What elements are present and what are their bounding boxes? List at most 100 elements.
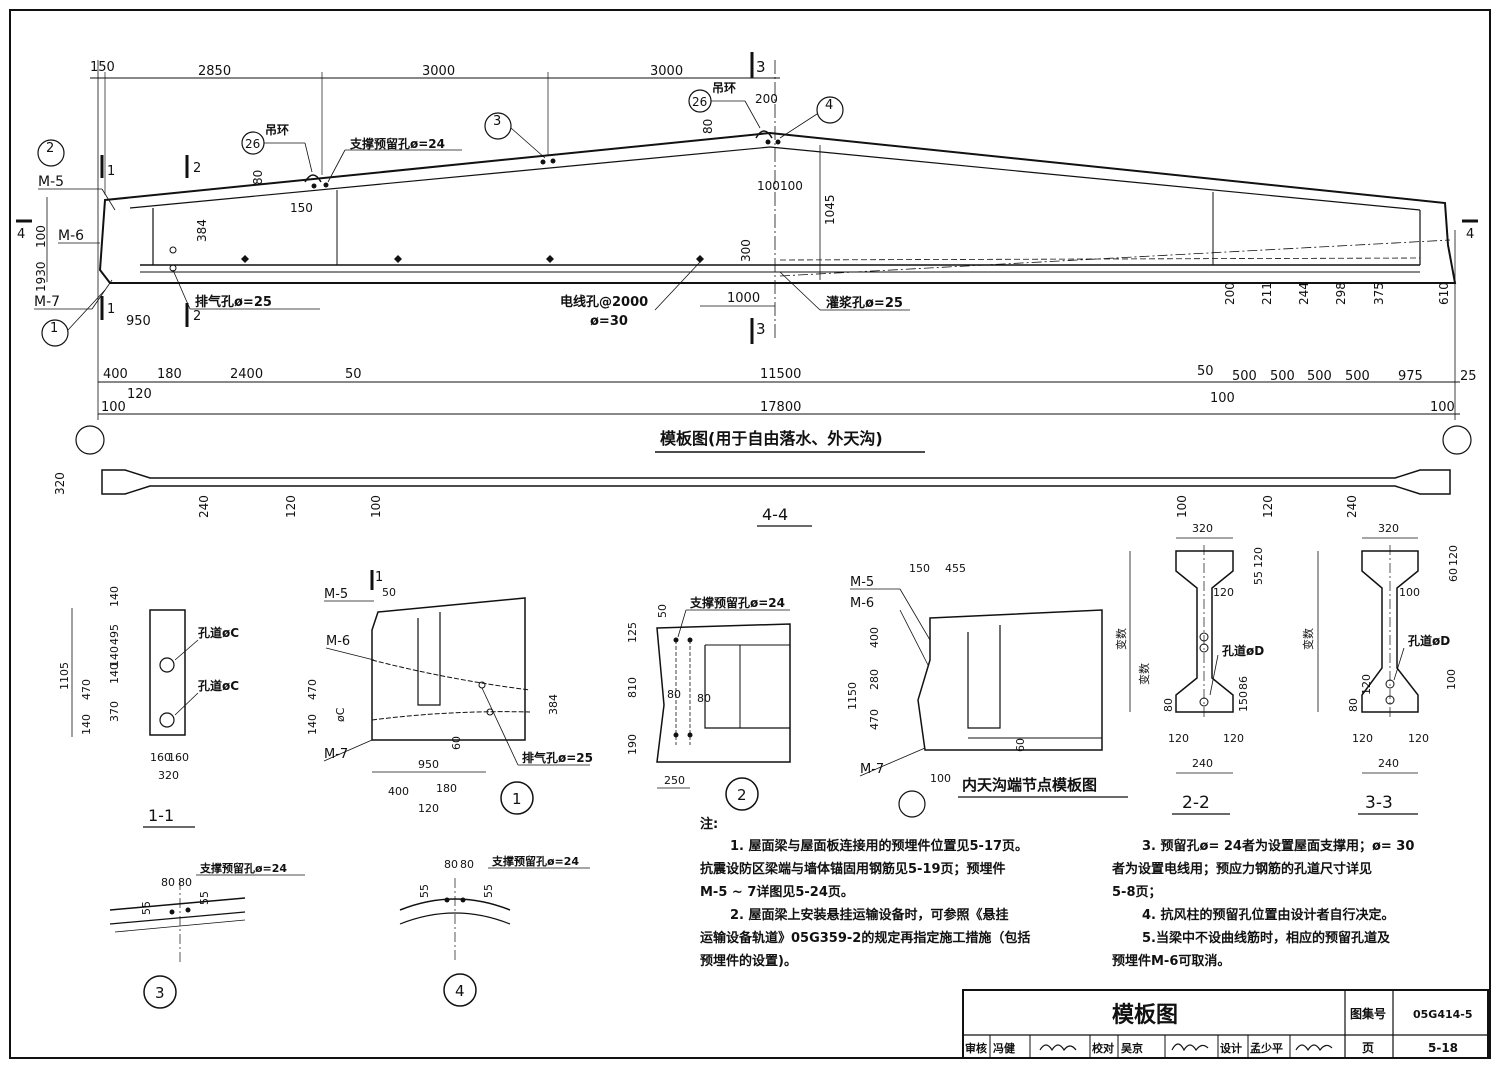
svg-text:80: 80 [161, 876, 175, 889]
svg-text:80: 80 [697, 692, 711, 705]
detail2-circle [725, 777, 759, 811]
sheet-title: 模板图 [1112, 1003, 1178, 1028]
beam-outline [98, 131, 1457, 284]
svg-text:120: 120 [1168, 732, 1189, 745]
svg-text:4: 4 [17, 227, 25, 242]
vent-hole-label: 排气孔ø=25 [195, 294, 272, 310]
m7-label: M-7 [34, 294, 60, 310]
svg-text:55: 55 [140, 901, 153, 915]
note-line: 2. 屋面梁上安装悬挂运输设备时，可参照《悬挂 [730, 907, 1009, 923]
svg-text:3: 3 [493, 114, 501, 129]
svg-text:610: 610 [1437, 282, 1451, 305]
svg-text:300: 300 [739, 239, 753, 262]
note-line: 者为设置电线用；预应力钢筋的孔道尺寸详见 [1111, 861, 1372, 877]
svg-text:244: 244 [1297, 282, 1311, 305]
svg-text:384: 384 [195, 219, 209, 242]
elevation-caption: 模板图(用于自由落水、外天沟) [660, 429, 883, 448]
callout-1-elev [41, 319, 69, 347]
title-block: 模板图 图集号 05G414-5 审核 冯健 校对 吴京 设计 孟少平 页 5-… [962, 989, 1489, 1059]
dim-950: 950 [126, 314, 151, 329]
svg-text:100: 100 [757, 179, 780, 193]
svg-text:120: 120 [1408, 732, 1429, 745]
svg-text:810: 810 [626, 677, 639, 698]
dim-17800: 17800 [760, 400, 801, 415]
dim-top-3000a: 3000 [422, 64, 455, 79]
lifting-hoop-left [304, 174, 322, 183]
dim-1045: 100 [34, 225, 48, 248]
svg-text:320: 320 [1378, 522, 1399, 535]
svg-text:150: 150 [909, 562, 930, 575]
dim-1000: 1000 [727, 291, 760, 306]
callout-4-elev [816, 96, 844, 124]
m5-label: M-5 [38, 174, 64, 190]
sec33-caption: 3-3 [1365, 793, 1393, 813]
brace-hole-label: 支撑预留孔ø=24 [349, 136, 445, 151]
svg-text:55: 55 [1252, 571, 1265, 585]
sec3-top-label: 3 [756, 58, 766, 76]
svg-text:2: 2 [193, 161, 201, 176]
svg-text:120: 120 [1447, 545, 1460, 566]
note-line: 4. 抗风柱的预留孔位置由设计者自行决定。 [1142, 907, 1395, 923]
dim-top-3000b: 3000 [650, 64, 683, 79]
svg-text:320: 320 [1192, 522, 1213, 535]
sec11-caption: 1-1 [148, 806, 174, 825]
note-line: 预埋件的设置)。 [700, 953, 797, 969]
svg-text:320: 320 [158, 769, 179, 782]
inner-gutter-caption: 内天沟端节点模板图 [962, 776, 1097, 794]
svg-text:500: 500 [1270, 369, 1295, 384]
svg-text:140: 140 [108, 663, 121, 684]
section-3-3: 孔道øD 320 60 120 100 100 80 120 120 120 2… [1301, 522, 1460, 815]
svg-text:60: 60 [1447, 568, 1460, 582]
svg-text:80: 80 [667, 688, 681, 701]
svg-text:80: 80 [460, 858, 474, 871]
svg-text:495: 495 [108, 624, 121, 645]
cable-hole-dia: ø=30 [590, 314, 628, 329]
svg-text:370: 370 [108, 701, 121, 722]
svg-text:120: 120 [1261, 495, 1275, 518]
svg-text:变数: 变数 [1137, 663, 1151, 685]
svg-text:120: 120 [1223, 732, 1244, 745]
note-line: 3. 预留孔ø= 24者为设置屋面支撑用；ø= 30 [1142, 838, 1414, 854]
svg-text:变数: 变数 [1301, 628, 1315, 650]
axis-circle-right [1442, 425, 1472, 455]
svg-text:240: 240 [1378, 757, 1399, 770]
svg-text:250: 250 [664, 774, 685, 787]
svg-text:190: 190 [626, 734, 639, 755]
svg-text:150: 150 [290, 201, 313, 215]
svg-text:400: 400 [388, 785, 409, 798]
svg-text:2: 2 [193, 309, 201, 324]
svg-text:298: 298 [1334, 282, 1348, 305]
sec3-bottom-label: 3 [756, 320, 766, 338]
svg-text:4: 4 [1466, 227, 1474, 242]
svg-text:384: 384 [547, 694, 560, 715]
svg-text:140: 140 [306, 714, 319, 735]
svg-text:设计: 设计 [1220, 1041, 1242, 1055]
svg-text:80: 80 [1347, 698, 1360, 712]
svg-text:100: 100 [1210, 391, 1235, 406]
svg-text:页: 页 [1362, 1041, 1374, 1055]
svg-text:180: 180 [436, 782, 457, 795]
note-line: 5-8页； [1112, 885, 1162, 900]
svg-text:80: 80 [178, 876, 192, 889]
hoop-num-left: 26 [245, 137, 260, 151]
svg-text:470: 470 [306, 679, 319, 700]
svg-text:M-6: M-6 [850, 596, 874, 611]
svg-text:375: 375 [1372, 282, 1386, 305]
svg-text:孔道øC: 孔道øC [198, 625, 239, 640]
signature-designer [1295, 1044, 1333, 1052]
detail-3: 支撑预留孔ø=24 80 80 55 55 3 [109, 861, 305, 1009]
svg-text:孟少平: 孟少平 [1250, 1041, 1283, 1055]
svg-text:1: 1 [107, 164, 115, 179]
section-2-2: 孔道øD 320 55 120 120 86 150 80 120 120 24… [1114, 522, 1265, 815]
detail-2: 支撑预留孔ø=24 50 125 810 190 80 80 250 2 [626, 595, 791, 811]
note-line: M-5 ~ 7详图见5-24页。 [700, 884, 854, 900]
svg-text:120: 120 [284, 495, 298, 518]
svg-text:100: 100 [1445, 669, 1458, 690]
detail1-circle [500, 781, 534, 815]
svg-text:孔道øD: 孔道øD [1222, 643, 1264, 658]
svg-text:160: 160 [168, 751, 189, 764]
svg-text:80: 80 [1162, 698, 1175, 712]
svg-text:25: 25 [1460, 369, 1477, 384]
svg-text:图集号: 图集号 [1350, 1006, 1386, 1021]
